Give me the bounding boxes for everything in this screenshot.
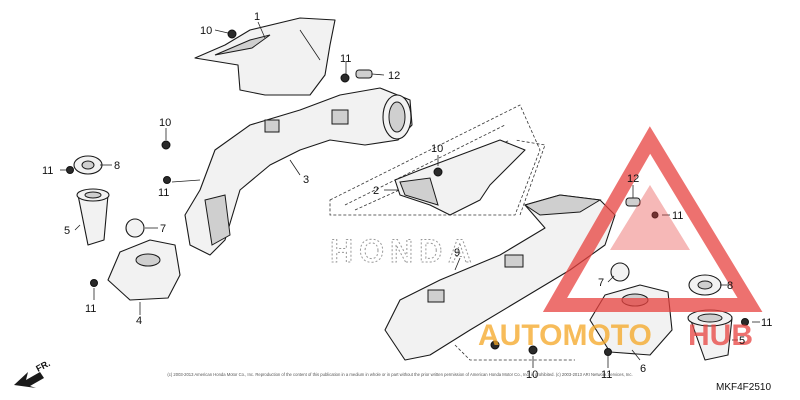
fasteners — [66, 29, 749, 356]
bolt-11-icon — [66, 166, 74, 174]
bolt-11-icon — [741, 318, 749, 326]
front-label: FR. — [34, 358, 51, 374]
callout-7: 7 — [598, 277, 604, 289]
part-5-tube-left[interactable] — [76, 188, 110, 246]
part-4-case[interactable] — [107, 239, 181, 301]
callout-2: 2 — [373, 185, 379, 197]
diagram-code: MKF4F2510 — [716, 382, 771, 393]
watermark-text-automoto: AUTOMOTO — [478, 319, 652, 352]
callout-6: 6 — [640, 363, 646, 375]
callout-11: 11 — [42, 165, 53, 177]
part-7-cap-left[interactable] — [125, 218, 145, 238]
callout-labels: 1 10 11 12 10 11 8 11 3 5 7 11 4 10 2 9 … — [42, 11, 772, 381]
callout-8: 8 — [727, 280, 733, 292]
watermark-text-hub: HUB — [688, 319, 753, 352]
callout-1: 1 — [254, 11, 260, 23]
callout-5: 5 — [64, 225, 70, 237]
bolt-11-icon — [90, 279, 98, 287]
callout-4: 4 — [136, 315, 142, 327]
callout-11: 11 — [672, 210, 683, 222]
callout-8: 8 — [114, 160, 120, 172]
bolt-11-icon — [604, 348, 612, 356]
copyright-text: (c) 2003-2013 American Honda Motor Co., … — [167, 372, 632, 377]
bolt-10-icon — [161, 140, 171, 150]
part-3-air-duct-left[interactable] — [184, 87, 413, 256]
front-direction-indicator: FR. — [14, 358, 52, 388]
watermark-inner-triangle-icon — [610, 185, 690, 250]
part-9-air-duct-right[interactable] — [384, 194, 616, 361]
callout-12: 12 — [388, 70, 400, 82]
leader-lines — [60, 21, 760, 368]
watermark-triangle-icon — [542, 126, 763, 312]
bolt-10-icon — [433, 167, 443, 177]
part-2-bracket[interactable] — [394, 139, 526, 216]
part-5-tube-right[interactable] — [687, 309, 733, 361]
part-8-grommet-left[interactable] — [73, 155, 103, 175]
callout-11: 11 — [340, 53, 351, 65]
callout-11: 11 — [761, 317, 772, 329]
callout-10: 10 — [526, 369, 538, 381]
watermark: AUTOMOTO HUB — [478, 126, 763, 352]
bolt-10-icon — [490, 340, 500, 350]
bolt-10-icon — [227, 29, 237, 39]
bolt-10-icon — [528, 345, 538, 355]
callout-11: 11 — [85, 303, 96, 315]
part-8-grommet-right[interactable] — [688, 274, 722, 296]
honda-logo-text: HONDA — [330, 233, 477, 269]
part-7-cap-right[interactable] — [610, 262, 630, 282]
bolt-11-icon — [340, 73, 350, 83]
bolt-11-icon — [651, 211, 659, 219]
clip-12-icon — [355, 69, 373, 79]
callout-10: 10 — [200, 25, 212, 37]
callout-11: 11 — [158, 187, 169, 199]
front-arrow-icon — [14, 372, 44, 388]
callout-10: 10 — [159, 117, 171, 129]
callout-12: 12 — [627, 173, 639, 185]
bolt-11-icon — [163, 176, 171, 184]
callout-11: 11 — [601, 369, 612, 381]
callout-7: 7 — [160, 223, 166, 235]
part-1-upper-cover[interactable] — [194, 17, 336, 96]
callout-5: 5 — [739, 335, 745, 347]
callout-10: 10 — [431, 143, 443, 155]
callout-3: 3 — [303, 174, 309, 186]
callout-9: 9 — [454, 247, 460, 259]
